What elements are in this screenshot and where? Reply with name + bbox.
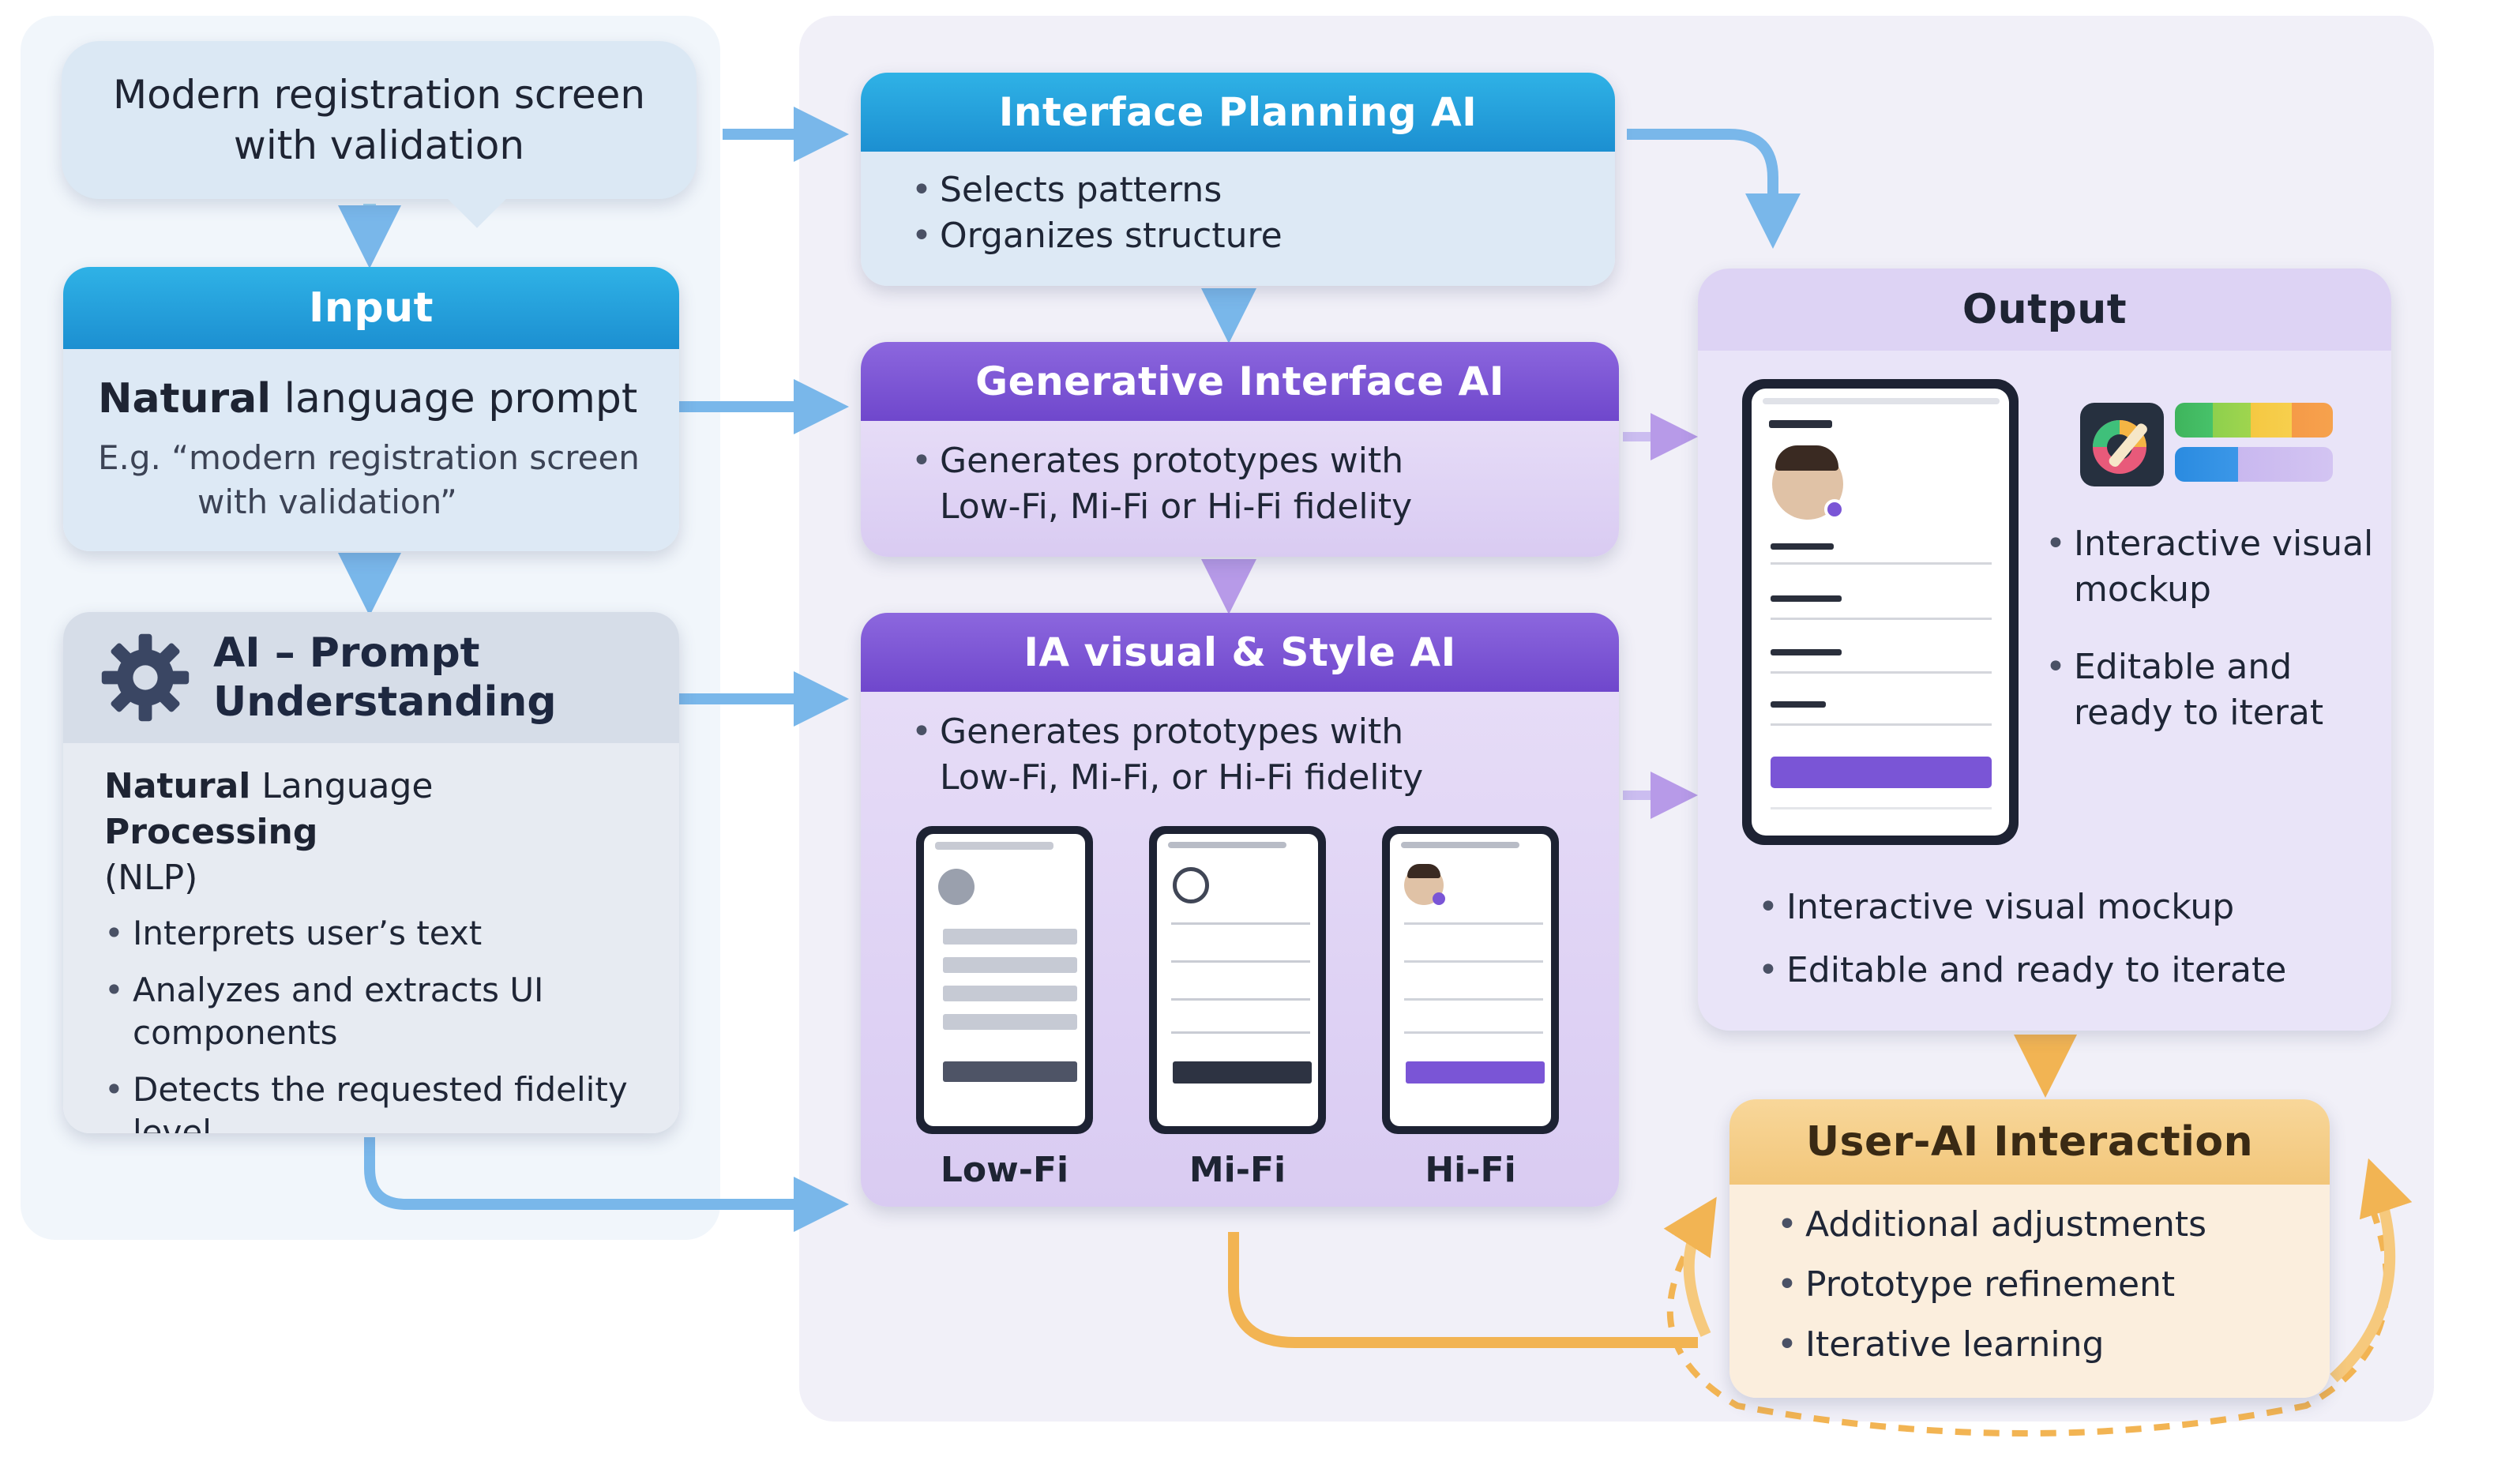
input-example: E.g. “modern registration screen with va…: [98, 438, 640, 521]
list-item: Editable and ready to iterate: [1758, 948, 2374, 993]
low-fi-label: Low-Fi: [940, 1150, 1069, 1190]
generative-interface-title: Generative Interface AI: [861, 342, 1619, 421]
feedback-loop-left: [1663, 1196, 1717, 1337]
prompt-understanding-bullets: Interprets user’s text Analyzes and extr…: [104, 912, 638, 1133]
prompt-bubble: Modern registration screen with validati…: [62, 41, 697, 228]
design-palette-icon: [2080, 403, 2164, 486]
user-ai-title: User-AI Interaction: [1729, 1099, 2330, 1185]
hi-fi-label: Hi-Fi: [1425, 1150, 1516, 1190]
list-item: Analyzes and extracts UI components: [104, 969, 638, 1054]
mi-fi-phone-mockup: [1149, 826, 1326, 1134]
list-item: Generates prototypes with Low-Fi, Mi-Fi …: [911, 438, 1568, 530]
prompt-text-line1: Modern registration screen: [112, 72, 646, 118]
interface-planning-title: Interface Planning AI: [861, 73, 1615, 152]
arrow-planning-to-output: [1627, 129, 1801, 249]
list-item: Editable and ready to iterat: [2045, 644, 2377, 736]
prompt-understanding-title: AI – Prompt Understanding: [213, 629, 557, 726]
generative-interface-box: Generative Interface AI Generates protot…: [861, 342, 1619, 557]
input-box: Input Natural language prompt E.g. “mode…: [63, 267, 679, 551]
user-ai-interaction-box: User-AI Interaction Additional adjustmen…: [1729, 1099, 2330, 1398]
list-item: Detects the requested fidelity level: [104, 1069, 638, 1133]
low-fi-phone-mockup: [916, 826, 1093, 1134]
gear-icon: [101, 633, 190, 722]
nlp-heading: Natural Language Processing (NLP): [104, 766, 434, 898]
output-box: Output: [1698, 269, 2391, 1031]
list-item: Interactive visual mockup: [2045, 521, 2377, 613]
list-item: Prototype refinement: [1777, 1262, 2282, 1308]
arrow-understanding-bottom-to-visual: [364, 1137, 849, 1232]
prompt-understanding-box: AI – Prompt Understanding Natural Langua…: [63, 612, 679, 1133]
input-title: Input: [63, 267, 679, 349]
prompt-text-line2: with validation: [233, 122, 525, 168]
list-item: Additional adjustments: [1777, 1202, 2282, 1248]
color-swatches: [2175, 403, 2333, 482]
hi-fi-phone-mockup: [1382, 826, 1559, 1134]
mi-fi-label: Mi-Fi: [1189, 1150, 1286, 1190]
list-item: Interprets user’s text: [104, 912, 638, 955]
list-item: Iterative learning: [1777, 1322, 2282, 1368]
output-bottom-bullets: Interactive visual mockup Editable and r…: [1758, 884, 2374, 1003]
output-side-bullets: Interactive visual mockup Editable and r…: [2045, 521, 2377, 746]
visual-style-box: IA visual & Style AI Generates prototype…: [861, 613, 1619, 1207]
feedback-loop-right: [2330, 1158, 2413, 1383]
input-prompt-line: Natural language prompt: [98, 375, 638, 423]
list-item: Interactive visual mockup: [1758, 884, 2374, 930]
interface-planning-box: Interface Planning AI Selects patterns O…: [861, 73, 1615, 286]
list-item: Organizes structure: [911, 213, 1564, 259]
visual-style-title: IA visual & Style AI: [861, 613, 1619, 692]
list-item: Selects patterns: [911, 167, 1564, 213]
list-item: Generates prototypes with Low-Fi, Mi-Fi,…: [911, 709, 1568, 801]
output-phone-mockup: [1742, 379, 2019, 845]
arrow-visual-to-user: [1228, 1232, 1698, 1348]
output-title: Output: [1698, 269, 2391, 351]
feedback-loop-dashed: [1666, 1199, 2390, 1437]
